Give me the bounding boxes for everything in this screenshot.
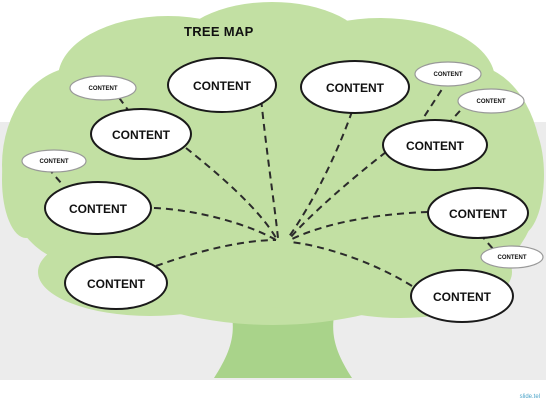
small-node-bottom-right: CONTENT [480, 245, 544, 269]
node-lower-right: CONTENT [410, 269, 514, 323]
small-node-label: CONTENT [477, 99, 506, 105]
small-node-label: CONTENT [40, 159, 69, 165]
connector [421, 79, 449, 121]
small-node-top-left: CONTENT [69, 75, 137, 101]
connector [289, 241, 413, 287]
node-label: CONTENT [112, 128, 171, 142]
node-label: CONTENT [69, 202, 128, 216]
small-node-label: CONTENT [498, 255, 527, 261]
connector-lines [47, 79, 495, 287]
small-node-right: CONTENT [457, 88, 525, 114]
small-node-label: CONTENT [434, 72, 463, 78]
node-top-left-center: CONTENT [167, 57, 277, 113]
node-label: CONTENT [433, 290, 492, 304]
node-lower-left: CONTENT [64, 256, 168, 310]
connector [153, 207, 277, 241]
node-top-right-center: CONTENT [300, 60, 410, 114]
connector [287, 99, 357, 239]
node-middle-right: CONTENT [427, 187, 529, 239]
node-label: CONTENT [406, 139, 465, 153]
watermark: slide.tel [519, 394, 540, 400]
small-node-top-right: CONTENT [414, 61, 482, 87]
small-node-label: CONTENT [89, 86, 118, 92]
node-label: CONTENT [449, 207, 508, 221]
connector [289, 151, 387, 239]
node-upper-right: CONTENT [382, 119, 488, 171]
node-upper-left: CONTENT [90, 108, 192, 160]
connector [185, 147, 277, 239]
connector [289, 211, 429, 241]
connector [259, 87, 279, 239]
node-middle-left: CONTENT [44, 181, 152, 235]
node-label: CONTENT [326, 81, 385, 95]
small-node-left: CONTENT [21, 149, 87, 173]
diagram-title: TREE MAP [184, 24, 254, 39]
node-label: CONTENT [193, 79, 252, 93]
connector [155, 239, 277, 267]
node-label: CONTENT [87, 277, 146, 291]
